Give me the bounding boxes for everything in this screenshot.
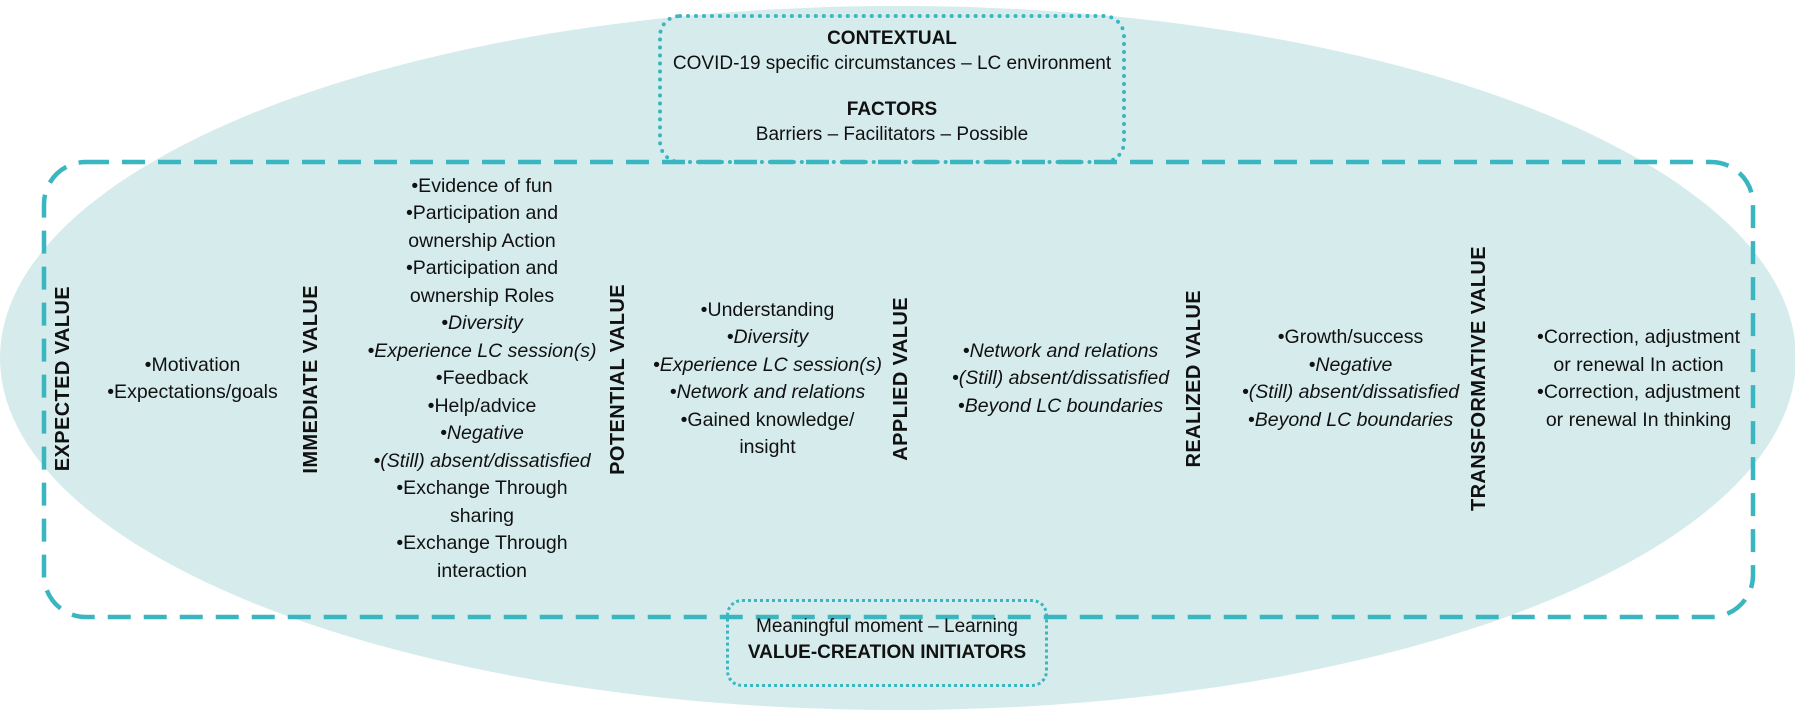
value-item: •Expectations/goals xyxy=(107,381,278,403)
contextual-title: CONTEXTUAL xyxy=(827,28,957,49)
value-item: •Growth/success xyxy=(1277,326,1424,348)
value-item: •Experience LC session(s) xyxy=(652,353,882,376)
value-item: •Understanding xyxy=(700,298,835,321)
value-item: •Experience LC session(s) xyxy=(367,339,597,362)
value-item: •Negative xyxy=(440,422,524,445)
value-item: •Beyond LC boundaries xyxy=(1247,408,1454,431)
value-item: •Diversity xyxy=(726,326,809,348)
initiators-line: Meaningful moment – Learning xyxy=(756,616,1018,637)
value-item: •Beyond LC boundaries xyxy=(957,394,1164,417)
column-list-potential-value: •Understanding •Diversity •Experience LC s… xyxy=(636,297,899,462)
value-item: •Gained knowledge/insight xyxy=(680,408,855,459)
column-applied-value: APPLIED VALUE •Network and relations •(Sti… xyxy=(890,150,1202,608)
column-label-applied-value: APPLIED VALUE xyxy=(890,297,912,461)
column-label-transformative-value: TRANSFORMATIVE VALUE xyxy=(1468,246,1490,512)
contextual-factors-box: CONTEXTUAL COVID-19 specific circumstanc… xyxy=(658,14,1126,164)
value-item: •Network and relations xyxy=(669,381,866,403)
value-item: •(Still) absent/dissatisfied xyxy=(951,367,1170,390)
column-immediate-value: IMMEDIATE VALUE •Evidence of fun •Particip… xyxy=(300,150,635,608)
value-item: •(Still) absent/dissatisfied xyxy=(1241,381,1460,403)
value-item: •Network and relations xyxy=(962,339,1159,362)
initiators-title: VALUE-CREATION INITIATORS xyxy=(747,642,1027,663)
value-item: •Feedback xyxy=(435,367,529,390)
value-item: •(Still) absent/dissatisfied xyxy=(373,449,591,472)
contextual-line: COVID-19 specific circumstances – LC env… xyxy=(672,53,1112,74)
column-list-applied-value: •Network and relations •(Still) absent/di… xyxy=(919,338,1202,421)
factors-line: Barriers – Facilitators – Possible xyxy=(755,124,1029,145)
factors-title: FACTORS xyxy=(846,99,938,120)
column-list-expected-value: •Motivation •Expectations/goals xyxy=(81,352,304,407)
value-item: •Motivation xyxy=(144,353,241,376)
column-label-potential-value: POTENTIAL VALUE xyxy=(607,283,629,475)
value-item: •Diversity xyxy=(441,312,523,335)
column-potential-value: POTENTIAL VALUE•Understanding•Diversity•… xyxy=(607,150,899,608)
value-item: •Evidence of fun xyxy=(411,174,553,197)
value-item: •Help/advice xyxy=(427,394,537,417)
value-creation-initiators-box: Meaningful moment – Learning VALUE-CREAT… xyxy=(726,599,1048,687)
spacer xyxy=(662,76,1122,97)
column-list-realized-value: •Growth/success •Negative •(Still) absent/… xyxy=(1212,324,1489,434)
column-label-realized-value: REALIZED VALUE xyxy=(1183,290,1205,468)
column-transformative-value: TRANSFORMATIVE VALUE •Correction, adjustm… xyxy=(1468,150,1780,608)
column-label-expected-value: EXPECTED VALUE xyxy=(52,286,74,472)
column-expected-value: EXPECTED VALUE •Motivation •Expectations/g… xyxy=(52,150,304,608)
value-item: •Negative xyxy=(1308,353,1393,376)
column-label-immediate-value: IMMEDIATE VALUE xyxy=(300,284,322,474)
value-ellipse xyxy=(0,6,1795,710)
column-realized-value: REALIZED VALUE •Growth/success •Negative •(… xyxy=(1183,150,1489,608)
